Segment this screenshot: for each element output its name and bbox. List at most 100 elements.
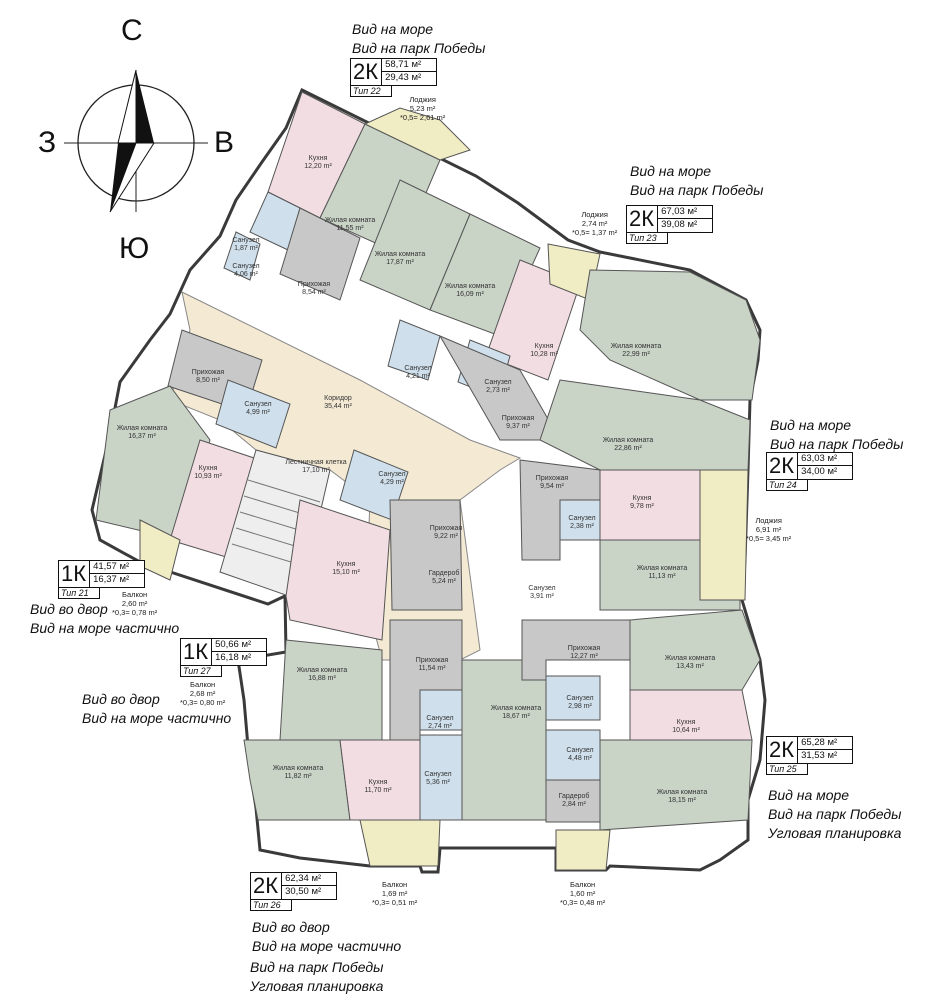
- room-area-label: 5,24 m²: [432, 578, 456, 585]
- living-area: 30,50 м²: [282, 885, 337, 898]
- room-area-label: 4,21 m²: [406, 373, 430, 380]
- view-line: Вид на море: [768, 787, 850, 803]
- compass-west-label: З: [38, 126, 57, 159]
- room-area-label: 8,50 m²: [196, 377, 220, 384]
- balcony-25-label: Балкон 1,60 m² *0,3= 0,48 m²: [560, 880, 606, 907]
- room-area-label: 2,84 m²: [562, 801, 586, 808]
- room-name-label: Санузел: [244, 401, 271, 408]
- view-line: Вид на море: [630, 163, 712, 179]
- room-area-label: 9,37 m²: [506, 423, 530, 430]
- apartment-code: 1К: [59, 561, 91, 587]
- room-name-label: Санузел: [404, 365, 431, 372]
- apartment-type: Тип 26: [250, 900, 292, 911]
- apartment-type: Тип 25: [766, 764, 808, 775]
- loggia-23-label: Лоджия 2,74 m² *0,5= 1,37 m²: [572, 210, 618, 237]
- room-area-label: 12,20 m²: [304, 163, 332, 170]
- room-name-label: Прихожая: [536, 475, 569, 482]
- loggia-22-label: Лоджия 5,23 m² *0,5= 2,61 m²: [400, 95, 446, 122]
- room-area-label: 18,15 m²: [668, 797, 696, 804]
- compass-north-label: С: [121, 14, 143, 47]
- view-line: Угловая планировка: [250, 978, 384, 994]
- room-area-label: 10,64 m²: [672, 727, 700, 734]
- room-area-label: 13,43 m²: [676, 663, 704, 670]
- view-line: Вид на море частично: [30, 620, 180, 636]
- loggia-24-label: Лоджия 6,91 m² *0,5= 3,45 m²: [746, 516, 792, 543]
- room-name-label: Кухня: [677, 719, 696, 726]
- room-name-label: Жилая комната: [297, 667, 348, 674]
- room-area-label: 3,91 m²: [530, 593, 554, 600]
- view-line: Вид на парк Победы: [770, 436, 904, 452]
- room-area-label: 2,74 m²: [428, 723, 452, 730]
- room-name-label: Жилая комната: [657, 789, 708, 796]
- total-area: 63,03 м²: [801, 453, 838, 464]
- apartment-code: 2К: [627, 206, 659, 232]
- room-name-label: Прихожая: [416, 657, 449, 664]
- apartment-25: [461, 609, 761, 871]
- apartment-code: 2К: [767, 737, 799, 763]
- room-area-label: 22,99 m²: [622, 351, 650, 358]
- room-name-label: Кухня: [309, 155, 328, 162]
- room-name-label: Прихожая: [430, 525, 463, 532]
- room-area-label: 9,22 m²: [434, 533, 458, 540]
- apartment-type: Тип 23: [626, 233, 668, 244]
- room-name-label: Санузел: [378, 471, 405, 478]
- view-line: Вид на парк Победы: [250, 959, 384, 975]
- room-name-label: Жилая комната: [603, 437, 654, 444]
- room-name-label: Кухня: [633, 495, 652, 502]
- room-area-label: 4,29 m²: [380, 479, 404, 486]
- apartment-badge: 1К 50,66 м² 16,18 м² Тип 27: [180, 638, 268, 677]
- apartment-21: [95, 329, 291, 581]
- room-area-label: 4,48 m²: [568, 755, 592, 762]
- apartment-type: Тип 21: [58, 588, 100, 599]
- room-name-label: Жилая комната: [665, 655, 716, 662]
- total-area: 58,71 м²: [385, 59, 422, 70]
- room-name-label: Гардероб: [429, 569, 460, 577]
- apartment-24: [519, 269, 761, 611]
- room-area-label: 11,55 m²: [336, 225, 364, 232]
- room-name-label: Санузел: [566, 747, 593, 754]
- room-area-label: 5,36 m²: [426, 779, 450, 786]
- room-name-label: Прихожая: [568, 645, 601, 652]
- room-area-label: 35,44 m²: [324, 403, 352, 410]
- living-area: 39,08 м²: [658, 218, 713, 231]
- total-area: 67,03 м²: [661, 206, 698, 217]
- living-area: 34,00 м²: [798, 465, 853, 478]
- room-name-label: Санузел: [484, 379, 511, 386]
- apartment-badge: 2К 67,03 м² 39,08 м² Тип 23: [626, 205, 714, 244]
- balcony-27-label: Балкон 2,68 m² *0,3= 0,80 m²: [180, 680, 226, 707]
- view-line: Вид во двор: [252, 919, 330, 935]
- room-name-label: Жилая комната: [117, 425, 168, 432]
- room-name-label: Жилая комната: [445, 283, 496, 290]
- room-name-label: Прихожая: [298, 281, 331, 288]
- apartment-27: [279, 449, 463, 741]
- room-name-label: Жилая комната: [637, 565, 688, 572]
- total-area: 62,34 м²: [285, 873, 322, 884]
- room-area-label: 11,54 m²: [418, 665, 446, 672]
- compass-rose-icon: [64, 69, 208, 213]
- compass-east-label: В: [214, 126, 235, 159]
- room-area-label: 11,13 m²: [648, 573, 676, 580]
- apartment-type: Тип 24: [766, 480, 808, 491]
- room-area-label: 8,54 m²: [302, 289, 326, 296]
- apartment-code: 1К: [181, 639, 213, 665]
- room-area-label: 15,10 m²: [332, 569, 360, 576]
- room-area-label: 11,82 m²: [284, 773, 312, 780]
- room-area-label: 11,70 m²: [364, 787, 392, 794]
- view-line: Вид на парк Победы: [352, 40, 486, 56]
- room-name-label: Кухня: [369, 779, 388, 786]
- view-line: Вид на море частично: [252, 938, 402, 954]
- view-line: Угловая планировка: [768, 825, 902, 841]
- room-name-label: Кухня: [535, 343, 554, 350]
- room-name-label: Жилая комната: [273, 765, 324, 772]
- view-line: Вид на парк Победы: [630, 182, 764, 198]
- room-area-label: 2,98 m²: [568, 703, 592, 710]
- room-area-label: 16,09 m²: [456, 291, 484, 298]
- room-name-label: Жилая комната: [611, 343, 662, 350]
- view-line: Вид во двор: [82, 691, 160, 707]
- room-name-label: Санузел: [566, 695, 593, 702]
- apartment-badge: 2К 62,34 м² 30,50 м² Тип 26: [250, 872, 338, 911]
- room-area-label: 2,73 m²: [486, 387, 510, 394]
- room-name-label: Кухня: [337, 561, 356, 568]
